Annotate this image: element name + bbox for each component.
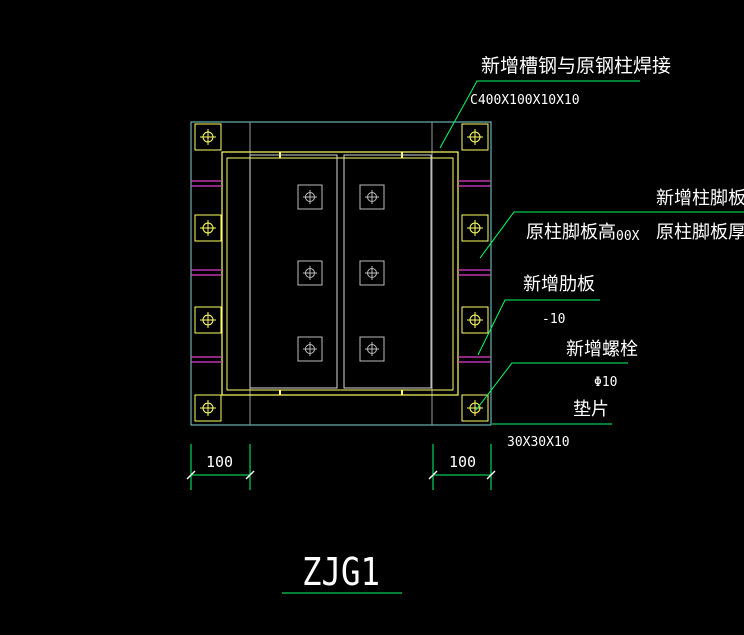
base-plate-note-left: 原柱脚板高 [526, 222, 616, 243]
dim-right-text: 100 [449, 453, 476, 471]
base-plate-note-right: 原柱脚板厚 [656, 222, 744, 243]
anchor-bolt-icon [194, 123, 222, 151]
bolt-spec: Φ10 [594, 375, 617, 390]
new-base-plate-label: 新增柱脚板 [656, 188, 744, 209]
channel-steel-outline [221, 151, 459, 396]
original-column-right [343, 154, 432, 389]
channel-spec: C400X100X10X10 [470, 93, 580, 108]
leader-lines [190, 80, 744, 594]
base-plate-note-mid: 00X [616, 229, 640, 244]
new-bolts [194, 123, 489, 422]
washer-label: 垫片 [573, 399, 609, 420]
new-rib-label: 新增肋板 [523, 274, 595, 295]
original-bolt-icon [359, 260, 385, 286]
original-bolt-icon [359, 336, 385, 362]
dim-tick [428, 470, 438, 480]
rib-spec: -10 [542, 312, 565, 327]
anchor-bolt-icon [461, 306, 489, 334]
anchor-bolt-icon [194, 306, 222, 334]
anchor-bolt-icon [461, 394, 489, 422]
original-bolt-icon [359, 184, 385, 210]
anchor-bolt-icon [194, 394, 222, 422]
dim-ticks [186, 470, 496, 480]
anchor-bolt-icon [194, 214, 222, 242]
dim-tick [245, 470, 255, 480]
channel-steel-inner [226, 157, 454, 391]
original-bolt-icon [297, 184, 323, 210]
original-bolt-icon [297, 336, 323, 362]
channel-weld-title: 新增槽钢与原钢柱焊接 [481, 55, 671, 77]
drawing-title: ZJG1 [302, 550, 380, 594]
anchor-bolt-icon [461, 123, 489, 151]
original-bolt-icon [297, 260, 323, 286]
new-bolt-label: 新增螺栓 [566, 339, 638, 360]
stiffener-ribs [191, 180, 491, 363]
dim-tick [186, 470, 196, 480]
leader-channel [439, 80, 640, 149]
original-column-left [249, 154, 338, 389]
washer-spec: 30X30X10 [507, 435, 570, 450]
dim-tick [486, 470, 496, 480]
leader-bolt [475, 362, 628, 411]
leader-rib [477, 299, 600, 356]
base-plate-outline [190, 121, 492, 426]
original-bolts [297, 184, 385, 362]
leader-base-plate [479, 211, 744, 259]
dim-left-text: 100 [206, 453, 233, 471]
anchor-bolt-icon [461, 214, 489, 242]
